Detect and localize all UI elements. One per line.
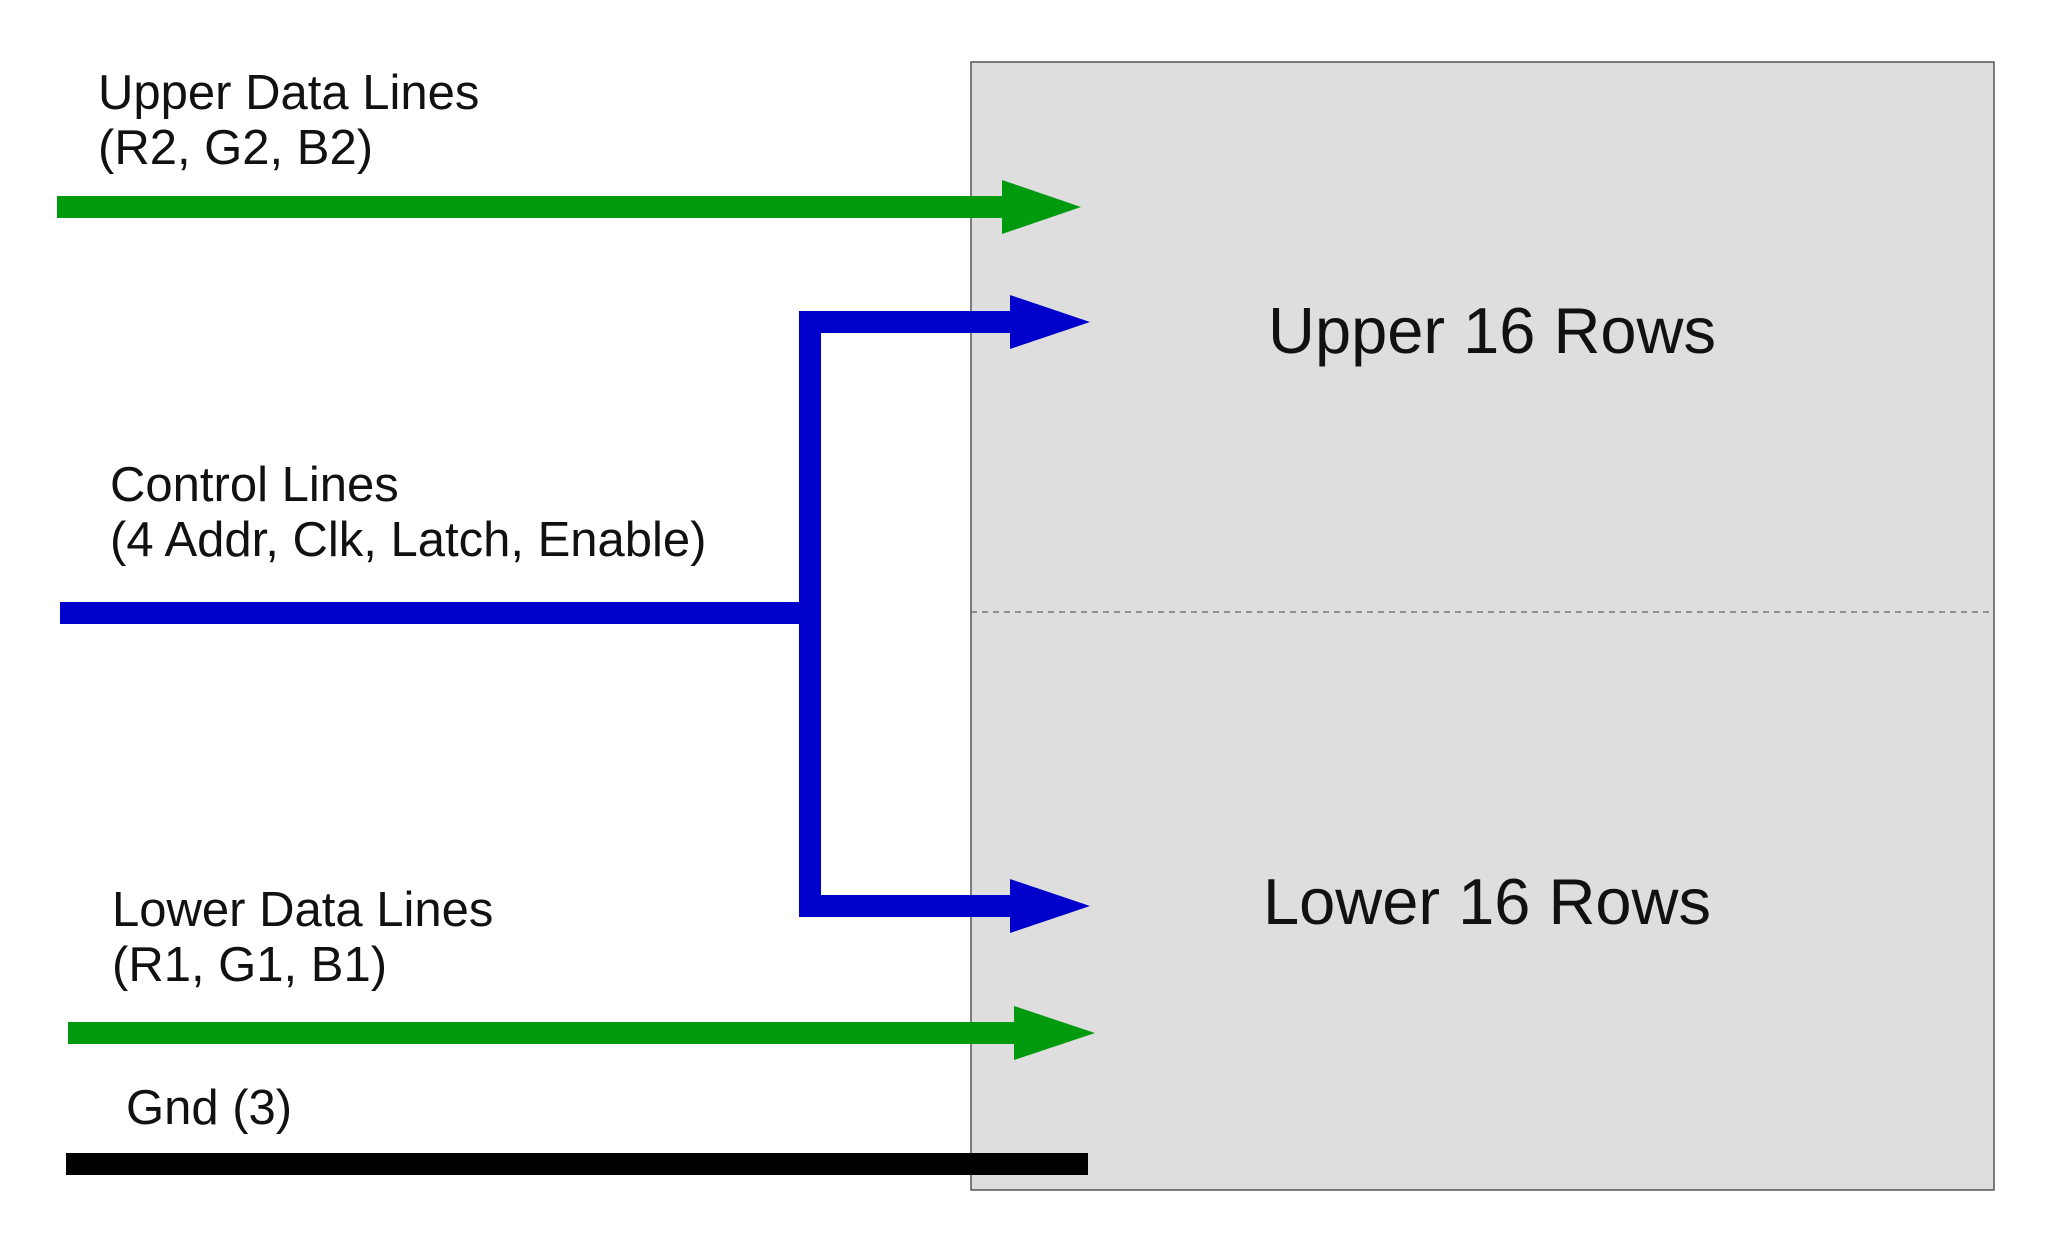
control-lines-detail: (4 Addr, Clk, Latch, Enable) — [110, 512, 707, 567]
ground-line — [66, 1153, 1088, 1175]
led-panel — [970, 61, 1995, 1191]
upper-data-line-arrowhead — [1002, 180, 1081, 234]
upper-data-line-arrow — [57, 180, 1081, 234]
control-line-upper-arrowhead — [1010, 295, 1090, 349]
control-lines-label: Control Lines (4 Addr, Clk, Latch, Enabl… — [110, 458, 707, 568]
upper-16-rows-label: Upper 16 Rows — [1268, 294, 1716, 368]
ground-title: Gnd (3) — [126, 1081, 293, 1135]
lower-16-rows-label: Lower 16 Rows — [1263, 865, 1711, 939]
control-line-lower-arrowhead — [1010, 879, 1090, 933]
ground-label: Gnd (3) — [126, 1081, 292, 1136]
control-lines-bus — [60, 295, 1090, 933]
control-line-vertical-branch — [799, 311, 821, 917]
upper-data-lines-title: Upper Data Lines — [98, 66, 480, 120]
upper-data-lines-label: Upper Data Lines (R2, G2, B2) — [98, 66, 479, 176]
upper-data-lines-detail: (R2, G2, B2) — [98, 120, 374, 175]
control-line-upper-branch — [799, 311, 1012, 333]
control-line-lower-branch — [799, 895, 1012, 917]
lower-data-line-shaft — [68, 1022, 1018, 1044]
lower-16-rows-text: Lower 16 Rows — [1263, 865, 1711, 938]
upper-data-line-shaft — [57, 196, 1007, 218]
lower-data-line-arrow — [68, 1006, 1095, 1060]
lower-data-lines-label: Lower Data Lines (R1, G1, B1) — [112, 883, 493, 993]
lower-data-lines-title: Lower Data Lines — [112, 883, 494, 937]
control-lines-title: Control Lines — [110, 458, 399, 512]
lower-data-line-arrowhead — [1014, 1006, 1095, 1060]
control-line-input-shaft — [60, 602, 810, 624]
upper-16-rows-text: Upper 16 Rows — [1268, 294, 1716, 367]
lower-data-lines-detail: (R1, G1, B1) — [112, 937, 388, 992]
